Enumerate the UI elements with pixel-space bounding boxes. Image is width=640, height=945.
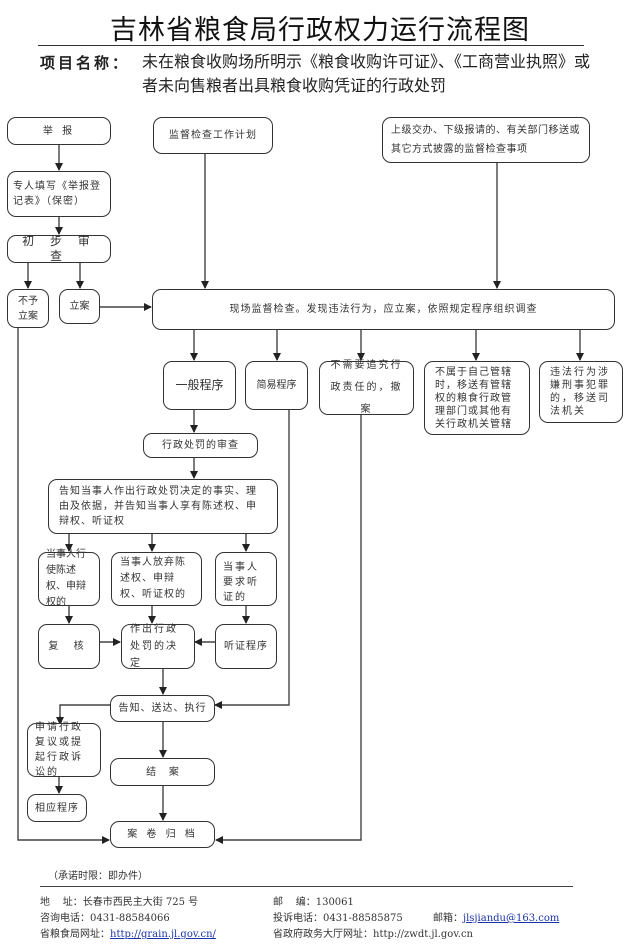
node-appeal: 申请行政复议或提起行政诉讼的 bbox=[27, 722, 101, 778]
node-not-filed: 不予立案 bbox=[7, 289, 49, 328]
consult-label: 咨询电话： bbox=[40, 913, 90, 924]
node-report: 举 报 bbox=[7, 117, 111, 145]
node-notify-rights: 告知当事人作出行政处罚决定的事实、理由及依据，并告知当事人享有陈述权、申辩权、听… bbox=[48, 479, 278, 534]
title-divider bbox=[38, 45, 584, 46]
node-request-hearing: 当事人要求听证的 bbox=[215, 552, 277, 606]
node-corresponding-procedure: 相应程序 bbox=[27, 794, 87, 822]
email-link[interactable]: jlsjiandu@163.com bbox=[463, 913, 560, 924]
node-general-procedure-label: 一般程序 bbox=[175, 378, 224, 392]
footer-postcode: 邮 编：130061 bbox=[273, 893, 354, 908]
node-exercise-rights: 当事人行使陈述权、申辩权的 bbox=[38, 549, 100, 608]
node-criminal: 违法行为涉嫌刑事犯罪的，移送司法机关 bbox=[539, 361, 623, 423]
node-notify-deliver-execute-label: 告知、送达、执行 bbox=[118, 703, 207, 714]
site-label: 省粮食局网址： bbox=[40, 929, 110, 940]
node-general-procedure: 一般程序 bbox=[163, 361, 236, 410]
postcode-label: 邮 编： bbox=[273, 897, 316, 908]
node-recheck: 复 核 bbox=[38, 624, 100, 669]
node-archive: 案 卷 归 档 bbox=[110, 821, 215, 848]
node-report-label: 举 报 bbox=[42, 125, 76, 137]
node-make-decision-label: 作出行政处罚的决定 bbox=[130, 624, 178, 669]
node-penalty-review: 行政处罚的审查 bbox=[143, 433, 258, 458]
node-appeal-label: 申请行政复议或提起行政诉讼的 bbox=[35, 722, 83, 778]
address-label: 地 址： bbox=[40, 897, 83, 908]
node-close-case-label: 结 案 bbox=[146, 766, 179, 778]
address-value: 长春市西民主大街 725 号 bbox=[82, 897, 199, 908]
node-waive-rights: 当事人放弃陈述权、申辩权、听证权的 bbox=[111, 552, 202, 606]
node-simple-procedure-label: 简易程序 bbox=[256, 380, 297, 391]
node-onsite-inspection-label: 现场监督检查。发现违法行为，应立案，依照规定程序组织调查 bbox=[229, 304, 538, 315]
node-corresponding-procedure-label: 相应程序 bbox=[35, 802, 79, 814]
node-filed-label: 立案 bbox=[69, 301, 90, 312]
node-not-jurisdiction-label: 不属于自己管辖时，移送有管辖权的粮食行政管理部门或其他有关行政机关管辖 bbox=[435, 366, 512, 430]
consult-phone: 0431-88584066 bbox=[90, 913, 170, 924]
gov-site-url[interactable]: http://zwdt.jl.gov.cn bbox=[373, 929, 473, 940]
node-filed: 立案 bbox=[59, 289, 100, 324]
node-notify-deliver-execute: 告知、送达、执行 bbox=[110, 695, 215, 722]
node-register: 专人填写《举报登记表》（保密） bbox=[7, 171, 111, 217]
promise-deadline: （承诺时限：即办件） bbox=[48, 871, 148, 882]
node-exercise-rights-label: 当事人行使陈述权、申辩权的 bbox=[46, 549, 86, 608]
node-notify-rights-label: 告知当事人作出行政处罚决定的事实、理由及依据，并告知当事人享有陈述权、申辩权、听… bbox=[59, 486, 257, 527]
postcode-value: 130061 bbox=[315, 897, 354, 908]
footer-site: 省粮食局网址：http://grain.jl.gov.cn/ bbox=[40, 925, 216, 940]
node-make-decision: 作出行政处罚的决定 bbox=[121, 624, 195, 669]
project-label: 项目名称： bbox=[40, 54, 131, 72]
node-close-case: 结 案 bbox=[110, 758, 215, 786]
email-label: 邮箱： bbox=[433, 913, 463, 924]
node-other-sources: 上级交办、下级报请的、有关部门移送或其它方式披露的监督检查事项 bbox=[382, 117, 590, 163]
node-recheck-label: 复 核 bbox=[48, 641, 90, 652]
page-title: 吉林省粮食局行政权力运行流程图 bbox=[110, 15, 530, 46]
footer-consult: 咨询电话：0431-88584066 bbox=[40, 909, 170, 924]
node-onsite-inspection: 现场监督检查。发现违法行为，应立案，依照规定程序组织调查 bbox=[152, 289, 615, 330]
complaint-label: 投诉电话： bbox=[273, 913, 323, 924]
site-link[interactable]: http://grain.jl.gov.cn/ bbox=[110, 929, 216, 940]
node-request-hearing-label: 当事人要求听证的 bbox=[223, 562, 259, 603]
node-inspection-plan-label: 监督检查工作计划 bbox=[169, 130, 257, 141]
node-waive-rights-label: 当事人放弃陈述权、申辩权、听证权的 bbox=[120, 557, 186, 600]
gov-site-label: 省政府政务大厅网址： bbox=[273, 929, 373, 940]
node-no-liability-label: 不需要追究行政责任的，撤案 bbox=[330, 360, 403, 415]
node-other-sources-label: 上级交办、下级报请的、有关部门移送或其它方式披露的监督检查事项 bbox=[391, 125, 580, 155]
node-register-label: 专人填写《举报登记表》（保密） bbox=[13, 181, 101, 207]
node-preliminary-review: 初 步 审 查 bbox=[7, 234, 111, 263]
footer-gov-site: 省政府政务大厅网址：http://zwdt.jl.gov.cn bbox=[273, 925, 473, 940]
node-preliminary-review-label: 初 步 审 查 bbox=[22, 234, 96, 263]
node-hearing-procedure: 听证程序 bbox=[215, 624, 277, 669]
node-archive-label: 案 卷 归 档 bbox=[127, 829, 198, 840]
footer-divider bbox=[40, 886, 573, 887]
node-not-filed-label: 不予立案 bbox=[18, 295, 38, 322]
complaint-phone: 0431-88585875 bbox=[323, 913, 403, 924]
node-inspection-plan: 监督检查工作计划 bbox=[153, 117, 273, 154]
node-no-liability: 不需要追究行政责任的，撤案 bbox=[319, 360, 414, 415]
node-not-jurisdiction: 不属于自己管辖时，移送有管辖权的粮食行政管理部门或其他有关行政机关管辖 bbox=[424, 361, 530, 435]
node-criminal-label: 违法行为涉嫌刑事犯罪的，移送司法机关 bbox=[550, 367, 610, 417]
project-name: 未在粮食收购场所明示《粮食收购许可证》、《工商营业执照》或者未向售粮者出具粮食收… bbox=[142, 52, 591, 95]
node-hearing-procedure-label: 听证程序 bbox=[224, 641, 268, 652]
node-simple-procedure: 简易程序 bbox=[245, 361, 308, 410]
footer-complaint: 投诉电话：0431-88585875 bbox=[273, 909, 403, 924]
footer-email: 邮箱：jlsjiandu@163.com bbox=[433, 909, 559, 924]
footer-address: 地 址：长春市西民主大街 725 号 bbox=[40, 893, 198, 908]
node-penalty-review-label: 行政处罚的审查 bbox=[162, 440, 239, 451]
